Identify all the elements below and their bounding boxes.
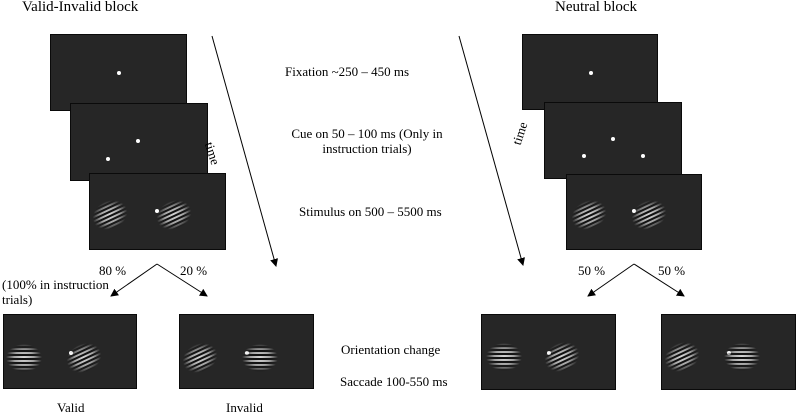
invalid-label: Invalid	[226, 400, 263, 415]
stimulus-label: Stimulus on 500 – 5500 ms	[299, 204, 442, 219]
cue-label: Cue on 50 – 100 ms (Only in instruction …	[291, 126, 443, 156]
branch-arrow-valid	[110, 263, 158, 297]
branch-arrow-invalid	[156, 263, 208, 297]
grating-right	[539, 336, 585, 378]
neutral-right-probability: 50 %	[658, 263, 686, 278]
valid-invalid-block-title: Valid-Invalid block	[22, 0, 139, 15]
saccade-label: Saccade 100-550 ms	[340, 374, 448, 389]
valid-label: Valid	[57, 400, 85, 415]
cue-dot-right	[641, 154, 645, 158]
cue-screen-right	[544, 102, 682, 179]
valid-outcome-screen	[3, 314, 137, 389]
fixation-dot	[589, 71, 593, 75]
invalid-outcome-screen	[177, 314, 314, 389]
fixation-label: Fixation ~250 – 450 ms	[285, 64, 410, 79]
neutral-left-probability: 50 %	[578, 263, 606, 278]
time-arrow-left	[211, 35, 278, 267]
stimulus-screen-right	[566, 174, 702, 250]
branch-arrow-neutral-left	[587, 263, 635, 297]
cue-dot-left	[582, 154, 586, 158]
grating-right	[61, 337, 107, 379]
fixation-dot	[117, 71, 121, 75]
fixation-dot	[611, 137, 615, 141]
invalid-probability: 20 %	[180, 263, 208, 278]
grating-left-horizontal	[486, 343, 522, 371]
branch-arrow-neutral-right	[633, 263, 685, 297]
stimulus-screen-left	[87, 173, 226, 250]
grating-left	[659, 336, 705, 378]
neutral-outcome-screen-left	[481, 314, 616, 390]
fixation-screen-left	[50, 34, 187, 111]
instruction-trials-note: (100% in instruction trials)	[2, 277, 109, 307]
valid-probability: 80 %	[99, 263, 127, 278]
fixation-dot	[136, 139, 140, 143]
grating-right	[626, 194, 672, 236]
grating-right-horizontal	[724, 343, 760, 371]
orientation-change-label: Orientation change	[341, 342, 441, 357]
grating-left	[87, 194, 133, 236]
neutral-outcome-screen-right	[659, 314, 796, 390]
grating-left-horizontal	[6, 344, 42, 372]
neutral-block-title: Neutral block	[555, 0, 638, 15]
grating-right-horizontal	[242, 344, 278, 372]
grating-left	[177, 337, 223, 379]
grating-left	[566, 194, 612, 236]
cue-screen-left	[70, 103, 208, 181]
cue-dot	[106, 157, 110, 161]
grating-right	[151, 194, 197, 236]
time-arrow-right	[458, 35, 525, 266]
